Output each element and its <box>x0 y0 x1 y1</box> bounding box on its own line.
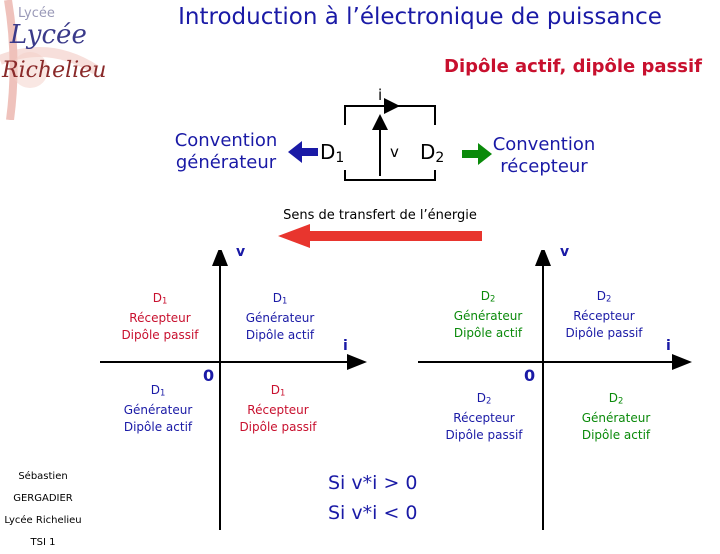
page-title: Introduction à l’électronique de puissan… <box>178 4 662 30</box>
left-q-tl: D1 Récepteur Dipôle passif <box>121 291 199 342</box>
right-q-br: D2 Générateur Dipôle actif <box>581 391 651 442</box>
logo-text-2: Lycée <box>10 20 87 50</box>
page-subtitle: Dipôle actif, dipôle passif <box>444 56 702 77</box>
logo-shape <box>0 0 99 121</box>
voltage-label: v <box>390 143 399 161</box>
logo-text-3: Richelieu <box>2 58 107 83</box>
logo-text-1: Lycée <box>18 6 55 21</box>
right-i-label: i <box>666 338 671 354</box>
right-q-tr: D2 Récepteur Dipôle passif <box>565 289 643 340</box>
left-zero-label: 0 <box>203 366 215 385</box>
left-q-bl: D1 Générateur Dipôle actif <box>123 383 193 434</box>
arrow-right-green <box>478 143 492 165</box>
top-wire <box>344 105 436 125</box>
d2-label: D2 <box>420 140 445 166</box>
formula-positive: Si v*i > 0 <box>328 472 418 494</box>
d1-label: D1 <box>320 140 345 166</box>
convention-generateur: Convention générateur <box>174 130 278 173</box>
left-v-label: v <box>236 244 246 260</box>
right-zero-label: 0 <box>524 366 536 385</box>
right-q-bl: D2 Récepteur Dipôle passif <box>445 391 523 442</box>
circuit-diagram <box>278 98 492 248</box>
current-label: i <box>378 86 383 104</box>
bottom-wire <box>344 170 436 181</box>
formula-negative: Si v*i < 0 <box>328 502 418 524</box>
right-q-tl: D2 Générateur Dipôle actif <box>453 289 523 340</box>
sign-formula: Si v*i > 0 Si v*i < 0 <box>328 468 418 528</box>
arrow-left-blue <box>288 141 302 163</box>
quadrant-axes <box>100 250 692 530</box>
author-block: Sébastien GERGADIER Lycée Richelieu TSI … <box>4 471 82 548</box>
right-v-label: v <box>560 244 570 260</box>
left-q-tr: D1 Générateur Dipôle actif <box>245 291 315 342</box>
energy-transfer-arrow <box>278 224 310 248</box>
convention-recepteur: Convention récepteur <box>492 134 596 177</box>
energy-transfer-label: Sens de transfert de l’énergie <box>283 208 477 223</box>
lycee-logo: Lycée Lycée Richelieu <box>0 0 106 121</box>
left-q-br: D1 Récepteur Dipôle passif <box>239 383 317 434</box>
left-i-label: i <box>343 338 348 354</box>
